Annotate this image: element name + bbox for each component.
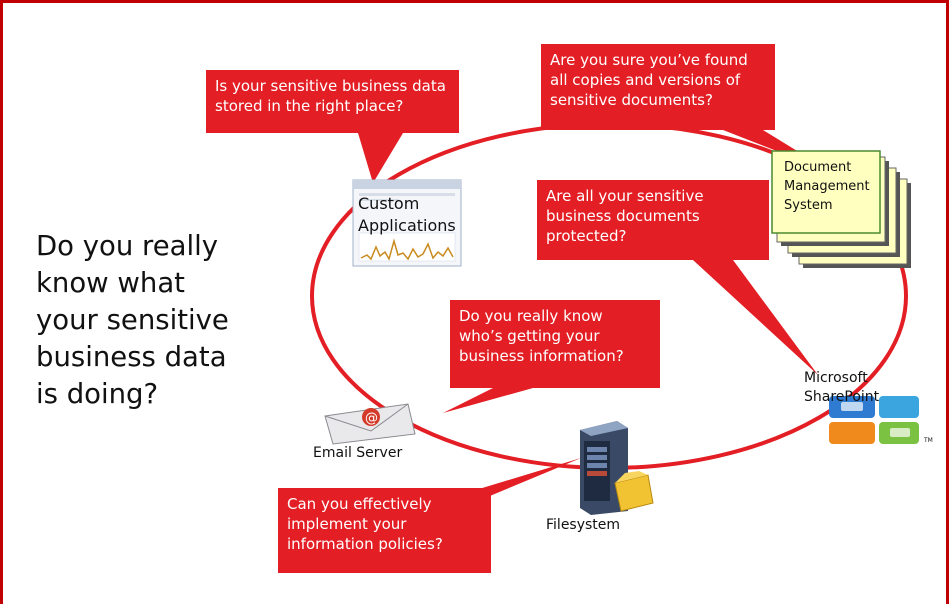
callout-tail-right-place — [358, 133, 403, 183]
application-window-icon — [352, 179, 462, 267]
custom-applications-label: Custom Applications — [358, 194, 456, 235]
callout-tail-who-getting — [443, 388, 533, 413]
callout-policies: Can you effectively implement your infor… — [278, 488, 491, 573]
email-server-label: Email Server — [313, 445, 403, 461]
svg-text:@: @ — [365, 411, 378, 426]
callout-who-getting: Do you really know who’s getting your bu… — [450, 300, 660, 388]
callout-tail-protected — [693, 260, 818, 375]
sharepoint-tm-label: TM — [924, 437, 933, 444]
main-question-line: your sensitive — [36, 304, 229, 336]
callout-protected: Are all your sensitive business document… — [537, 180, 769, 260]
server-tower-icon — [580, 421, 654, 515]
main-question: Do you really know what your sensitive b… — [36, 228, 306, 413]
main-question-line: business data — [36, 341, 227, 373]
filesystem-label: Filesystem — [546, 517, 621, 533]
main-question-line: Do you really — [36, 230, 219, 262]
diagram-art: @ — [310, 122, 919, 515]
callout-right-place: Is your sensitive business data stored i… — [206, 70, 459, 133]
sharepoint-logo-icon — [829, 396, 919, 444]
main-question-line: is doing? — [36, 378, 159, 410]
main-question-line: know what — [36, 267, 185, 299]
email-envelope-icon: @ — [324, 403, 416, 445]
document-management-label: Document Management System — [784, 160, 870, 213]
microsoft-sharepoint-label: Microsoft SharePoint — [804, 370, 880, 405]
callout-all-copies: Are you sure you’ve found all copies and… — [541, 44, 775, 130]
document-stack-icon — [771, 150, 911, 268]
